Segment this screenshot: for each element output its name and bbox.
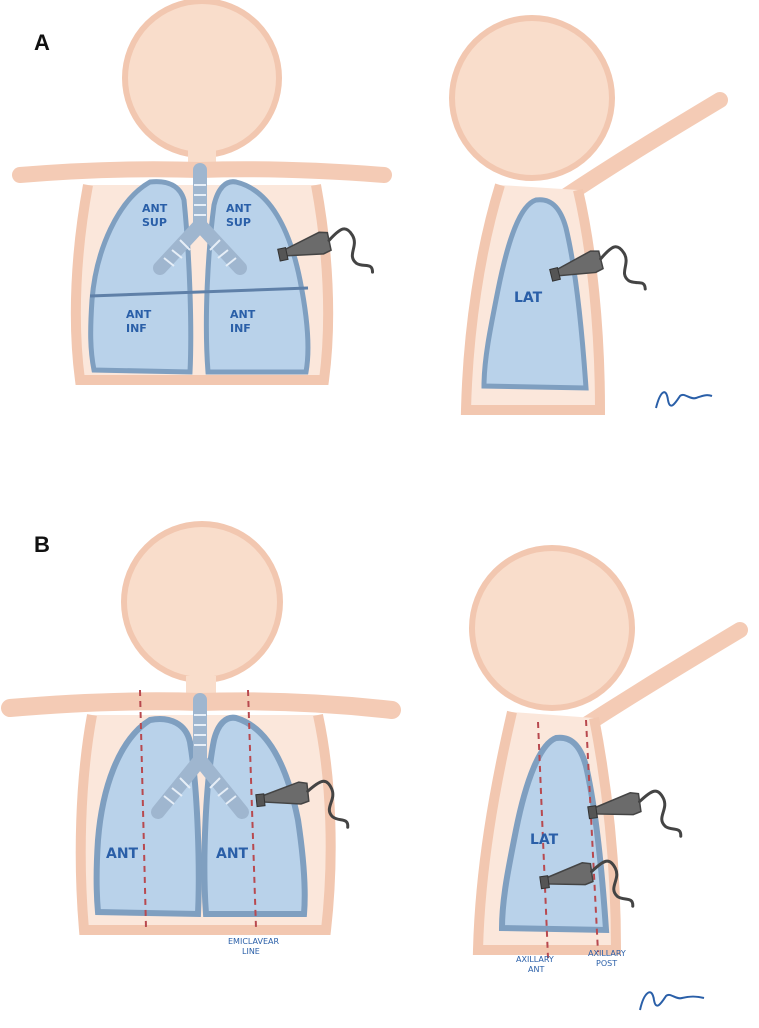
panel-a: A bbox=[12, 0, 728, 415]
zone-ant-sup-right-2: SUP bbox=[226, 216, 251, 229]
side-figure-b: LAT AXILLARY ANT AXILLARY POST bbox=[469, 545, 748, 1011]
right-lung bbox=[203, 179, 311, 375]
head bbox=[122, 0, 282, 158]
zone-ant-left: ANT bbox=[106, 846, 139, 862]
zone-ant-inf-right-2: INF bbox=[230, 322, 251, 335]
front-figure-b: ANT ANT EMICLAVEAR LINE bbox=[1, 521, 401, 956]
axillary-post-line bbox=[585, 719, 599, 953]
zone-ant-sup-left-1: ANT bbox=[142, 202, 168, 215]
raised-arm bbox=[570, 622, 748, 738]
midclavicular-line-left bbox=[139, 689, 147, 929]
head bbox=[449, 15, 615, 181]
zone-ant-sup-right-1: ANT bbox=[226, 202, 252, 215]
head bbox=[121, 521, 283, 683]
panel-b: B ANT ANT EMICLAVEAR bbox=[1, 521, 748, 1011]
axillary-post-label-1: AXILLARY bbox=[588, 949, 626, 958]
emiclavear-label-1: EMICLAVEAR bbox=[228, 937, 280, 946]
midclavicular-line-right bbox=[247, 689, 257, 929]
zone-ant-sup-left-2: SUP bbox=[142, 216, 167, 229]
axillary-ant-label-2: ANT bbox=[528, 965, 544, 974]
panel-a-label: A bbox=[34, 30, 50, 55]
zone-lat: LAT bbox=[530, 832, 559, 848]
trachea bbox=[151, 693, 249, 819]
signature bbox=[655, 391, 713, 409]
axillary-ant-label-1: AXILLARY bbox=[516, 955, 554, 964]
panel-b-label: B bbox=[34, 532, 50, 557]
zone-ant-right: ANT bbox=[216, 846, 249, 862]
zone-lat: LAT bbox=[514, 290, 543, 306]
side-figure-a: LAT bbox=[449, 15, 728, 415]
zone-ant-inf-left-2: INF bbox=[126, 322, 147, 335]
zone-divider bbox=[89, 286, 309, 298]
left-lung bbox=[93, 716, 202, 918]
signature bbox=[639, 991, 705, 1011]
zone-ant-inf-right-1: ANT bbox=[230, 308, 256, 321]
emiclavear-label-2: LINE bbox=[242, 947, 260, 956]
raised-arm bbox=[552, 92, 728, 208]
left-lung bbox=[88, 179, 194, 375]
front-figure-a: ANT SUP ANT SUP ANT INF ANT INF bbox=[12, 0, 392, 385]
head bbox=[469, 545, 635, 711]
zone-ant-inf-left-1: ANT bbox=[126, 308, 152, 321]
axillary-post-label-2: POST bbox=[596, 959, 617, 968]
side-lung bbox=[481, 197, 589, 391]
